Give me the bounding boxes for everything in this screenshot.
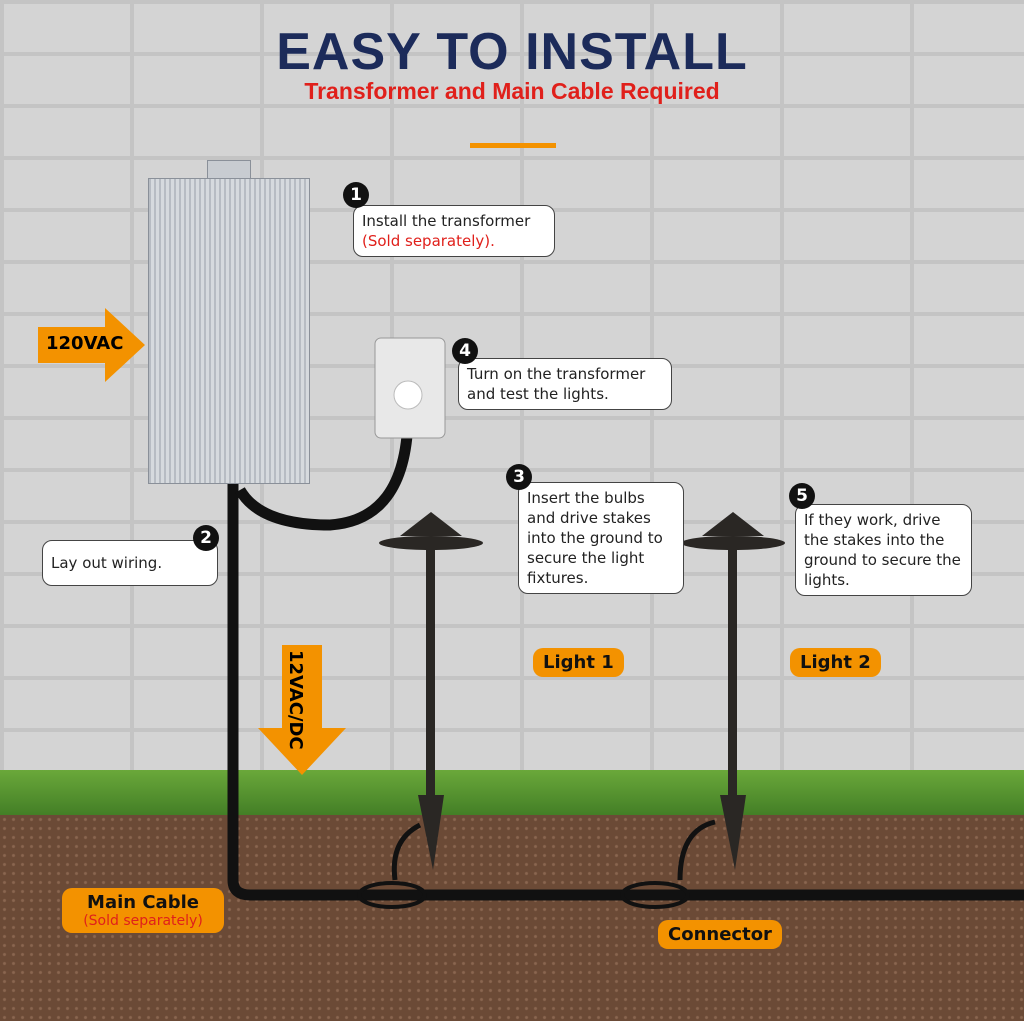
step-3-bubble: Insert the bulbs and drive stakes into t… <box>518 482 684 594</box>
light-2-label: Light 2 <box>790 648 881 677</box>
step-1-bubble: Install the transformer (Sold separately… <box>353 205 555 257</box>
step-1-note: (Sold separately). <box>362 232 495 250</box>
step-1-number: 1 <box>343 182 369 208</box>
main-cable <box>227 484 1024 901</box>
light-1-label: Light 1 <box>533 648 624 677</box>
input-voltage-label: 120VAC <box>46 333 124 354</box>
step-1-text: Install the transformer <box>362 212 531 230</box>
output-voltage-label: 12VAC/DC <box>285 650 306 750</box>
step-4-number: 4 <box>452 338 478 364</box>
light-1 <box>379 512 483 870</box>
step-2-number: 2 <box>193 525 219 551</box>
step-2-bubble: Lay out wiring. <box>42 540 218 586</box>
transformer <box>148 178 310 484</box>
step-3-number: 3 <box>506 464 532 490</box>
grass <box>0 770 1024 820</box>
step-5-bubble: If they work, drive the stakes into the … <box>795 504 972 596</box>
step-5-number: 5 <box>789 483 815 509</box>
connector-2 <box>620 881 690 909</box>
connector-label: Connector <box>658 920 782 949</box>
divider <box>470 143 556 148</box>
power-cord <box>235 419 414 531</box>
main-cable-label: Main Cable (Sold separately) <box>62 888 224 933</box>
subtitle: Transformer and Main Cable Required <box>304 78 720 104</box>
light-2 <box>681 512 785 870</box>
main-cable-text: Main Cable <box>87 892 199 913</box>
arrow-output-icon <box>258 645 346 775</box>
arrow-input-icon <box>38 308 145 382</box>
step-4-bubble: Turn on the transformer and test the lig… <box>458 358 672 410</box>
page-title: EASY TO INSTALL <box>276 23 748 81</box>
main-cable-note: (Sold separately) <box>83 913 203 929</box>
connector-1 <box>357 881 427 909</box>
